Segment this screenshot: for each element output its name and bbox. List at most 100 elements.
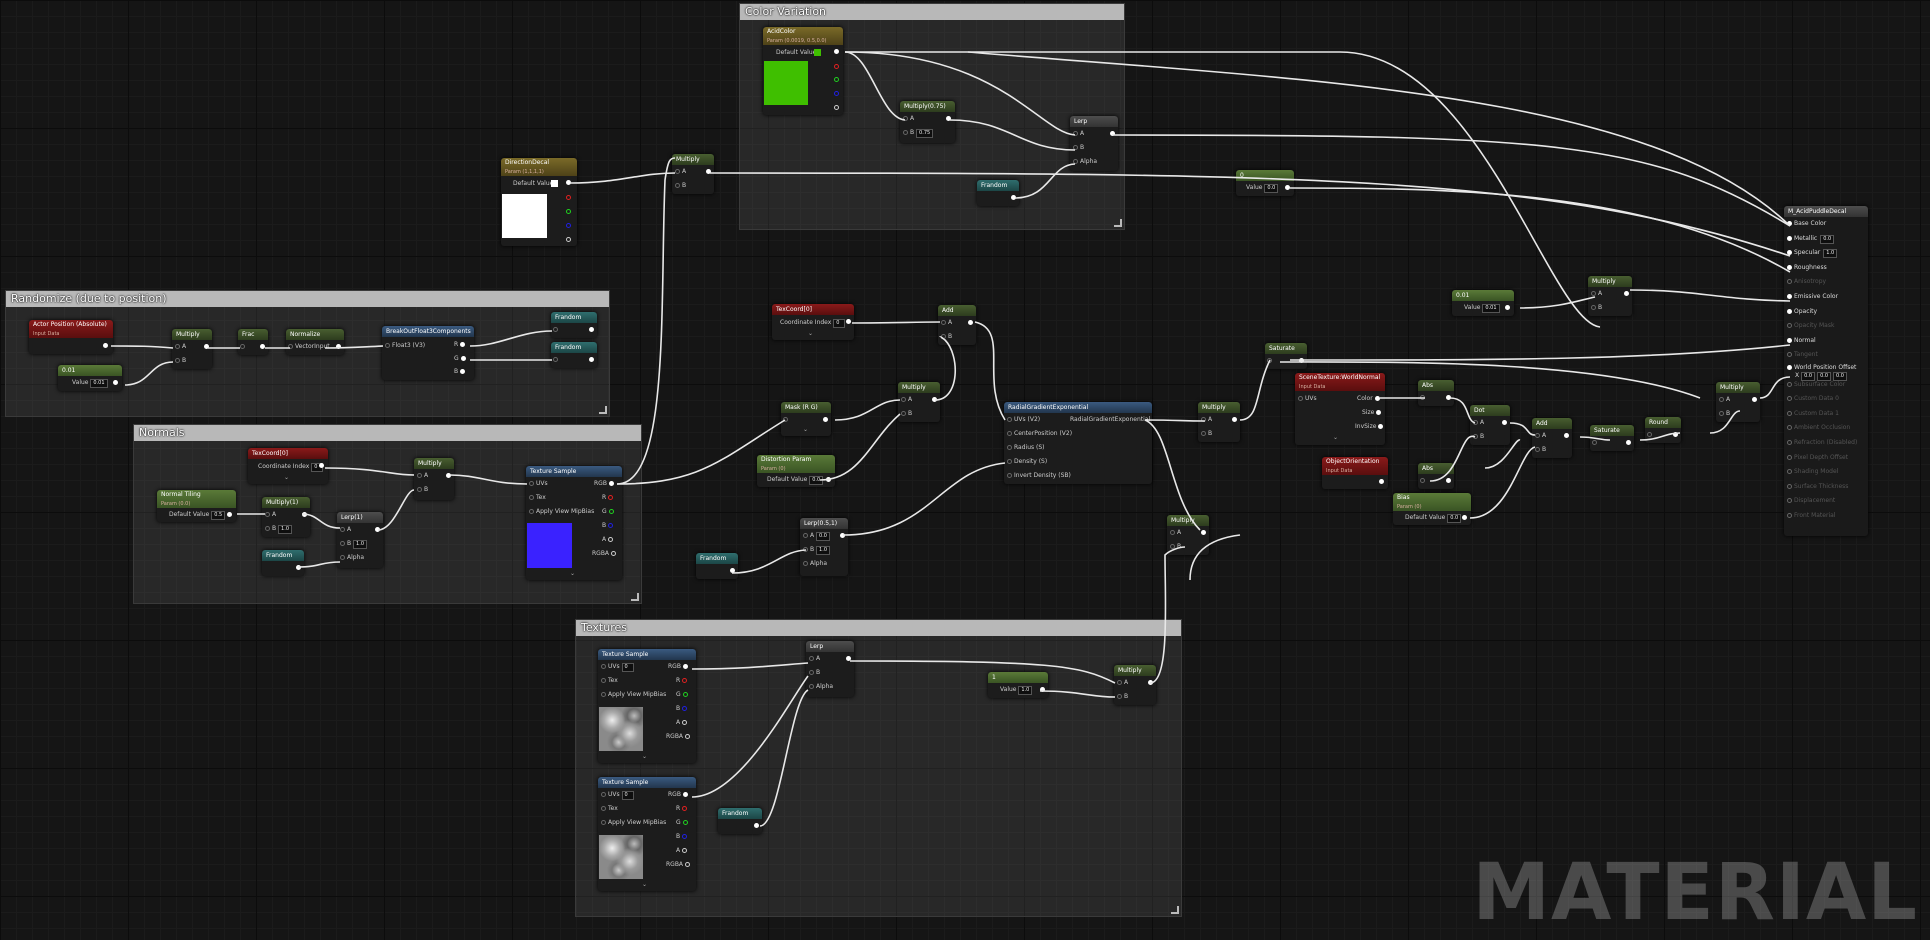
pin-dot[interactable] [941,334,946,339]
pin-in[interactable] [1645,431,1654,439]
pin-out[interactable] [930,396,939,404]
pin-dot[interactable] [529,481,534,486]
pin-out-b[interactable]: B [676,705,689,713]
pin-dot[interactable] [1787,235,1792,241]
pin-value-field[interactable]: 0 [833,319,846,328]
pin-value-field[interactable]: 1.0 [353,540,367,549]
pin-out[interactable] [225,511,234,519]
pin-dot[interactable] [754,823,759,828]
pin-in-tex[interactable]: Tex [599,805,618,813]
pin-out-g[interactable]: G [676,819,690,827]
pin-in-a[interactable]: A [1533,432,1546,440]
pin-value-field[interactable]: 1.0 [816,546,830,555]
material-pin-surface-thickness[interactable]: Surface Thickness [1785,483,1848,491]
pin-dot[interactable] [1787,279,1792,285]
pin-dot[interactable] [302,512,307,517]
pin-dot[interactable] [1117,680,1122,685]
pin-dot[interactable] [1787,396,1792,402]
pin-dot[interactable] [553,327,558,332]
pin-dot[interactable] [675,169,680,174]
pin-in-a[interactable]: A [1471,419,1484,427]
resize-handle[interactable] [631,593,639,601]
pin-dot[interactable] [608,495,614,500]
pin-dot[interactable] [175,344,180,349]
node-scalar-1[interactable]: 1 Value 1.0 [988,672,1048,698]
pin-dot[interactable] [608,481,614,486]
pin-in-b[interactable]: B [1589,304,1602,312]
pin-dot[interactable] [1170,544,1175,549]
pin-dot[interactable] [1201,417,1206,422]
pin-dot[interactable] [1148,680,1153,685]
pin-dot[interactable] [340,541,345,546]
expand-chevron-icon[interactable]: ⌄ [570,570,576,577]
pin-dot[interactable] [1787,381,1792,387]
pin-dot[interactable] [1535,447,1540,452]
pin-in-tex[interactable]: Tex [599,677,618,685]
material-pin-normal[interactable]: Normal [1785,337,1816,345]
pin-dot[interactable] [946,116,951,121]
node-frandom-textures[interactable]: Frandom [718,808,762,834]
pin-out[interactable] [202,343,211,351]
pin-dot[interactable] [1752,397,1757,402]
pin-dot[interactable] [553,357,558,362]
node-radial-gradient[interactable]: RadialGradientExponential UVs (V2) Cente… [1004,402,1152,484]
node-lerp-color[interactable]: Lerp A B Alpha [1070,116,1118,171]
pin-dot[interactable] [1787,323,1792,329]
pin-value-field[interactable]: 0 [621,791,634,800]
pin-dot[interactable] [1299,358,1304,363]
pin-in-b[interactable]: B 1.0 [263,525,292,534]
node-multiply-far[interactable]: Multiply A B [1716,382,1760,422]
pin-dot[interactable] [903,116,908,121]
pin-out-b[interactable]: B [676,833,689,841]
pin-out[interactable] [821,416,830,424]
pin-value-field[interactable]: 0.0 [1820,234,1835,244]
pin-in[interactable] [238,343,247,351]
pin-in-center[interactable]: CenterPosition (V2) [1005,430,1072,438]
pin-out-size[interactable]: Size [1362,409,1383,417]
pin-dot[interactable] [682,720,688,725]
node-multiply-rand[interactable]: Multiply A B [172,329,212,369]
pin-dot[interactable] [103,343,108,348]
node-multiply-textures[interactable]: Multiply A B [1114,665,1156,705]
node-abs-2[interactable]: Abs [1418,463,1454,489]
pin-dot[interactable] [682,678,688,683]
pin-dot[interactable] [1787,221,1792,226]
pin-out[interactable] [1283,184,1292,192]
pin-dot[interactable] [846,656,851,661]
pin-in-mipbias[interactable]: Apply View MipBias [599,691,666,699]
pin-dot[interactable] [1007,459,1012,464]
pin-out-r[interactable]: R [676,677,689,685]
pin-value-field[interactable]: 0.01 [90,379,108,388]
node-add-mid[interactable]: Add A B [938,305,976,345]
pin-value-field[interactable]: 0.0 [1447,514,1462,523]
expand-chevron-icon[interactable]: ⌄ [803,426,809,433]
pin-in[interactable] [551,356,560,364]
pin-dot[interactable] [340,527,345,532]
node-add-right[interactable]: Add A B [1532,418,1572,458]
pin-dot[interactable] [1591,291,1596,296]
pin-in-b[interactable]: B [1115,693,1128,701]
pin-out-a[interactable] [832,104,841,112]
node-texcoord-mid[interactable]: TexCoord[0] Coordinate Index 0 ⌄ [772,304,854,340]
pin-in-b[interactable]: B [807,669,820,677]
pin-out[interactable] [587,356,596,364]
pin-in[interactable] [1265,357,1274,365]
pin-in-a[interactable]: A [939,319,952,327]
pin-out[interactable] [101,342,110,350]
pin-out[interactable] [1671,431,1680,439]
pin-out[interactable] [1230,416,1239,424]
pin-dot[interactable] [1535,433,1540,438]
pin-dot[interactable] [529,509,534,514]
node-frac[interactable]: Frac [238,329,268,355]
pin-in-uvs[interactable]: UVs 0 [599,791,634,800]
pin-dot[interactable] [1787,483,1792,489]
pin-dot[interactable] [608,523,614,528]
node-saturate-1[interactable]: Saturate [1265,343,1307,369]
pin-out[interactable] [1377,478,1386,486]
pin-dot[interactable] [803,561,808,566]
node-multiply-rg2[interactable]: Multiply A B [1167,515,1209,555]
material-pin-tangent[interactable]: Tangent [1785,351,1818,359]
